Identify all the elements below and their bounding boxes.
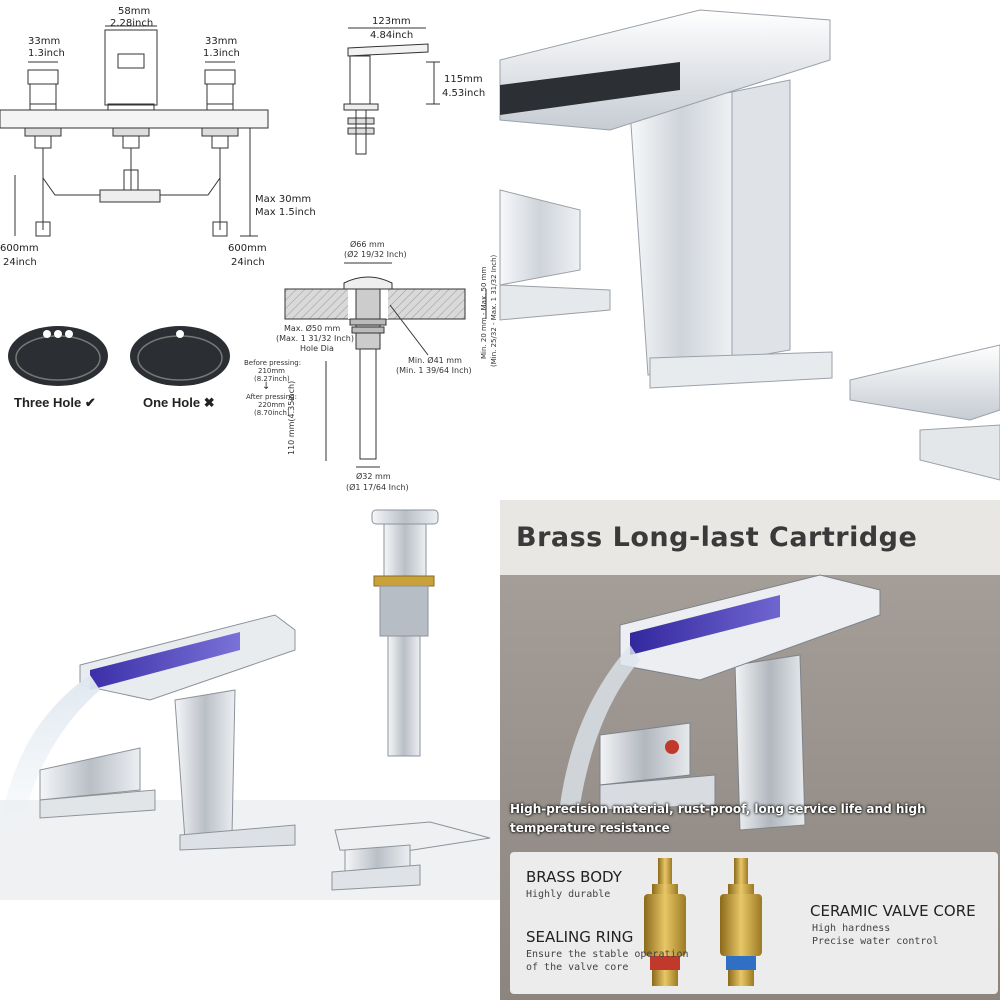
drain-dimension-svg — [284, 262, 487, 468]
drain-top-dia-inch: (Ø2 19/32 Inch) — [344, 250, 407, 259]
before-inch: (8.27inch) — [254, 375, 290, 383]
sealing-ring-heading: SEALING RING — [526, 928, 634, 946]
arrow-down-icon: ↓ — [262, 381, 271, 392]
spout-side-drawing: 123mm 4.84inch 115mm 4.53inch — [330, 0, 500, 170]
drain-top-dia: Ø66 mm — [350, 240, 385, 249]
hole-type-svg — [8, 326, 230, 386]
faucet-dimension-svg — [0, 25, 269, 237]
faucet-photo-top — [499, 0, 1000, 490]
cartridge-parts-svg — [644, 858, 762, 986]
brass-body-heading: BRASS BODY — [526, 868, 622, 886]
right-handle-inch: 1.3inch — [203, 48, 240, 59]
spout-reach-inch: 4.84inch — [370, 30, 414, 41]
cartridge-strip: High-precision material, rust-proof, lon… — [510, 800, 926, 838]
three-hole-label: Three Hole — [14, 395, 82, 410]
max-gap-mm: Max 30mm — [255, 194, 312, 205]
after-pressing: After pressing: — [246, 393, 297, 401]
left-hose-inch: 24inch — [3, 257, 37, 268]
thickness-inch: (Min. 25/32 - Max. 1 31/32 Inch) — [490, 254, 498, 367]
feature-card: BRASS BODY Highly durable SEALING RING E… — [510, 852, 998, 994]
ceramic-heading: CERAMIC VALVE CORE — [810, 902, 976, 920]
check-icon: ✔ — [84, 395, 96, 410]
ceramic-sub-1: High hardness — [812, 923, 891, 934]
faucet-photo-bottom — [0, 500, 500, 1000]
before-pressing: Before pressing: — [244, 359, 302, 367]
spout-side-svg — [343, 27, 440, 155]
thickness: Min. 20 mm - Max. 50 mm — [480, 266, 488, 359]
after-value: 220mm — [258, 401, 285, 409]
strip-line-2: temperature resistance — [510, 821, 670, 835]
right-hose-mm: 600mm — [228, 243, 267, 254]
faucet-top-svg — [499, 9, 1000, 481]
cross-icon: ✖ — [203, 395, 215, 410]
one-hole-label: One Hole — [143, 395, 201, 410]
drain-dimension-drawing: Ø66 mm (Ø2 19/32 Inch) Max. Ø50 mm (Max.… — [240, 235, 505, 500]
right-handle-mm: 33mm — [205, 36, 238, 47]
faucet-bottom-svg — [0, 509, 500, 900]
left-hose-mm: 600mm — [0, 243, 39, 254]
spout-reach-mm: 123mm — [372, 16, 411, 27]
ceramic-sub-2: Precise water control — [812, 936, 939, 947]
cartridge-title: Brass Long-last Cartridge — [516, 522, 918, 553]
spout-mm: 58mm — [118, 6, 151, 17]
sealing-ring-sub-2: of the valve core — [526, 962, 629, 973]
bottom-dia: Ø32 mm — [356, 472, 391, 481]
drain-length: 110 mm(4.35inch) — [287, 380, 296, 455]
cartridge-faucet-svg — [560, 574, 881, 831]
right-hose-inch: 24inch — [231, 257, 265, 268]
strip-line-1: High-precision material, rust-proof, lon… — [510, 802, 926, 816]
after-inch: (8.70inch) — [254, 409, 290, 417]
hole-dia: Hole Dia — [300, 344, 334, 353]
left-handle-inch: 1.3inch — [28, 48, 65, 59]
hole-max: Max. Ø50 mm — [284, 324, 341, 333]
min-dia: Min. Ø41 mm — [408, 356, 462, 365]
sealing-ring-sub-1: Ensure the stable operation — [526, 949, 689, 960]
before-value: 210mm — [258, 367, 285, 375]
max-gap-inch: Max 1.5inch — [255, 207, 316, 218]
bottom-dia-inch: (Ø1 17/64 Inch) — [346, 483, 409, 492]
spout-height-inch: 4.53inch — [442, 88, 486, 99]
hole-max-inch: (Max. 1 31/32 Inch) — [276, 334, 354, 343]
hole-type-section: Three Hole ✔ One Hole ✖ — [0, 320, 240, 420]
left-handle-mm: 33mm — [28, 36, 61, 47]
spout-height-mm: 115mm — [444, 74, 483, 85]
faucet-dimension-drawing: 33mm 1.3inch 58mm 2.28inch 33mm 1.3inch … — [0, 0, 316, 290]
cartridge-panel: Brass Long-last Cartridge High-precision… — [500, 500, 1000, 1000]
spout-inch: 2.28inch — [110, 18, 154, 29]
brass-body-sub: Highly durable — [526, 889, 611, 900]
min-dia-inch: (Min. 1 39/64 Inch) — [396, 366, 472, 375]
